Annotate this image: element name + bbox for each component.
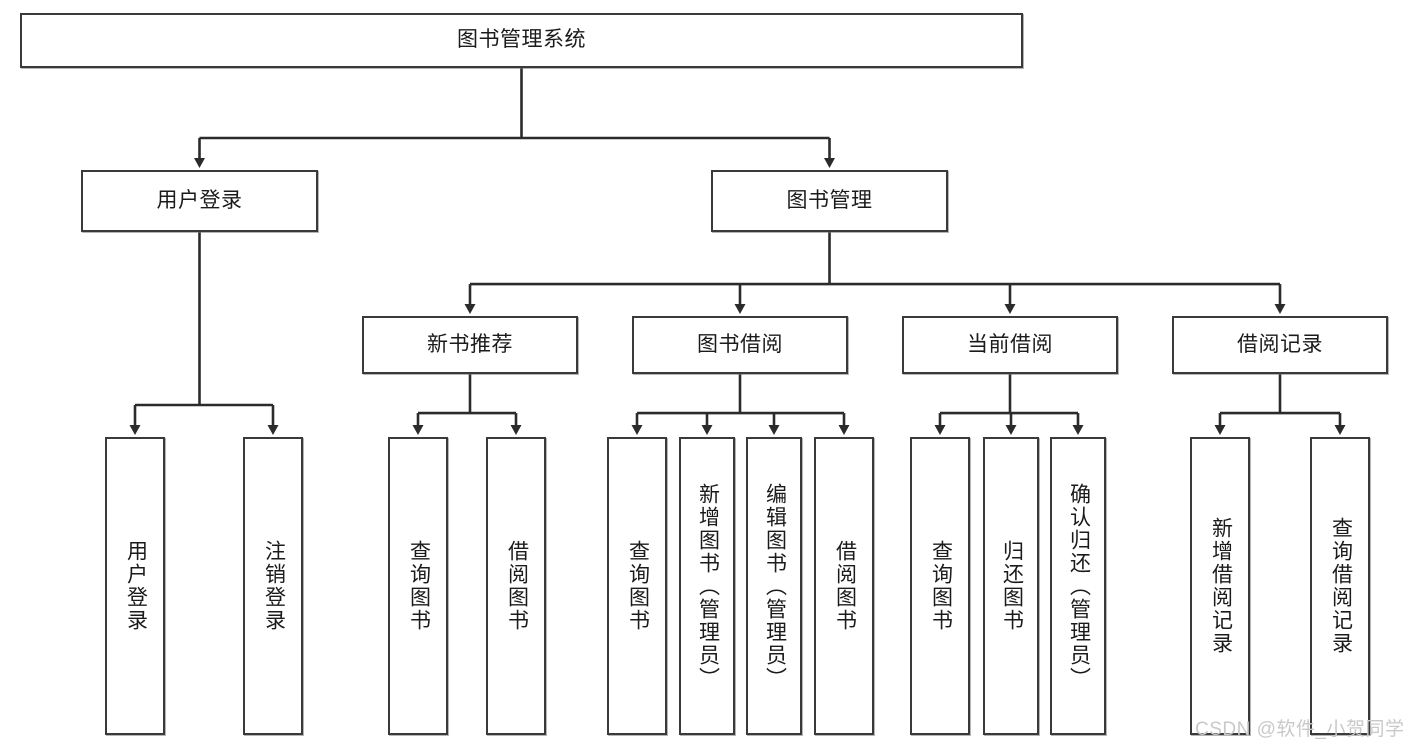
node-label: 图书借阅 <box>697 332 783 356</box>
node-root[interactable]: 图书管理系统 <box>20 13 1023 68</box>
node-records[interactable]: 借阅记录 <box>1172 316 1388 374</box>
node-leaf-confirm-return[interactable]: 确认归还（管理员） <box>1050 437 1106 735</box>
node-bookmgmt[interactable]: 图书管理 <box>711 170 948 232</box>
node-leaf-query-record[interactable]: 查询借阅记录 <box>1310 437 1370 735</box>
node-leaf-query-book-2[interactable]: 查询图书 <box>607 437 667 735</box>
node-newbook[interactable]: 新书推荐 <box>362 316 578 374</box>
node-leaf-borrow-book-2[interactable]: 借阅图书 <box>814 437 874 735</box>
node-login[interactable]: 用户登录 <box>81 170 318 232</box>
node-label: 查询图书 <box>626 540 650 632</box>
node-label: 归还图书 <box>1000 540 1024 632</box>
node-label: 借阅记录 <box>1237 332 1323 356</box>
node-borrow[interactable]: 图书借阅 <box>632 316 848 374</box>
node-label: 图书管理 <box>786 188 873 212</box>
node-label: 借阅图书 <box>833 540 857 632</box>
node-label: 图书管理系统 <box>457 28 586 52</box>
node-label: 借阅图书 <box>505 540 529 632</box>
node-leaf-add-record[interactable]: 新增借阅记录 <box>1190 437 1250 735</box>
node-leaf-edit-book[interactable]: 编辑图书（管理员） <box>746 437 802 735</box>
node-current[interactable]: 当前借阅 <box>902 316 1118 374</box>
node-leaf-query-book-3[interactable]: 查询图书 <box>910 437 970 735</box>
node-label: 新增借阅记录 <box>1209 517 1233 655</box>
node-label: 用户登录 <box>156 188 243 212</box>
node-label: 用户登录 <box>124 540 148 632</box>
node-leaf-return-book[interactable]: 归还图书 <box>983 437 1039 735</box>
node-leaf-user-logout[interactable]: 注销登录 <box>243 437 303 735</box>
node-label: 查询图书 <box>407 540 431 632</box>
csdn-watermark: CSDN @软件_小贺同学 <box>1195 719 1405 740</box>
node-label: 编辑图书（管理员） <box>763 482 787 690</box>
node-leaf-query-book-1[interactable]: 查询图书 <box>388 437 448 735</box>
node-label: 注销登录 <box>262 540 286 632</box>
node-leaf-user-login[interactable]: 用户登录 <box>105 437 165 735</box>
node-label: 查询图书 <box>929 540 953 632</box>
node-leaf-borrow-book-1[interactable]: 借阅图书 <box>486 437 546 735</box>
node-label: 新书推荐 <box>427 332 513 356</box>
node-label: 查询借阅记录 <box>1329 517 1353 655</box>
node-label: 当前借阅 <box>967 332 1053 356</box>
node-label: 新增图书（管理员） <box>696 482 720 690</box>
node-leaf-add-book[interactable]: 新增图书（管理员） <box>679 437 735 735</box>
node-label: 确认归还（管理员） <box>1067 482 1091 690</box>
